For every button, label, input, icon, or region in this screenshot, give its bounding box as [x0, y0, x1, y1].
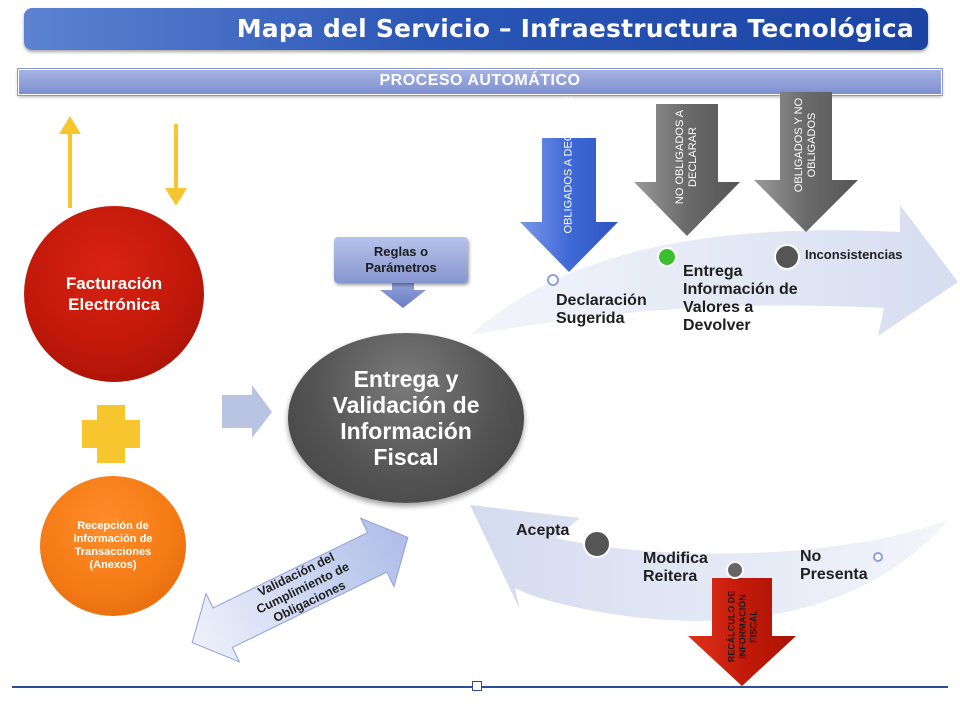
declaracion-label: Declaración Sugerida [556, 292, 647, 327]
section-label: PROCESO AUTOMÁTICO [379, 72, 581, 89]
yellow-down-arrow [165, 124, 187, 206]
obligados-arrow [520, 138, 618, 272]
no-obligados-arrow [634, 104, 740, 236]
obligados-y-no-arrow [754, 92, 858, 232]
page-title: Mapa del Servicio – Infraestructura Tecn… [236, 14, 914, 43]
plus-icon [82, 405, 140, 463]
modifica-label: Modifica Reitera [643, 550, 708, 585]
no-presenta-label: No Presenta [800, 548, 868, 583]
obligados-label: OBLIGADOS A DECLARAR [562, 96, 575, 234]
recalculo-label: RECÁLCULO DE INFORMACIÓN FISCAL [726, 590, 759, 663]
entrega-label: Entrega Información de Valores a Devolve… [683, 263, 798, 334]
no-obligados-label: NO OBLIGADOS A DECLARAR [674, 109, 699, 205]
center-ellipse: Entrega y Validación de Información Fisc… [288, 333, 524, 503]
modifica-dot [726, 561, 744, 579]
bottom-marker [472, 681, 482, 691]
acepta-dot [583, 530, 611, 558]
yellow-up-arrow [59, 116, 81, 208]
reglas-down-arrow [380, 278, 426, 308]
inconsistencias-label: Inconsistencias [805, 247, 903, 262]
no-presenta-dot [873, 552, 883, 562]
lower-cycle-arrow [470, 505, 948, 621]
acepta-label: Acepta [516, 522, 570, 539]
center-label: Entrega y Validación de Información Fisc… [332, 366, 480, 470]
entrega-dot [657, 247, 677, 267]
reglas-box: Reglas o Parámetros [334, 237, 468, 283]
facturacion-circle: Facturación Electrónica [24, 206, 204, 382]
section-bar: PROCESO AUTOMÁTICO [17, 68, 943, 96]
recalculo-arrow [688, 578, 796, 686]
title-bar: Mapa del Servicio – Infraestructura Tecn… [24, 8, 928, 50]
facturacion-label: Facturación Electrónica [65, 274, 163, 314]
obligados-y-no-label: OBLIGADOS Y NO OBLIGADOS [793, 97, 818, 193]
input-chevron [222, 385, 272, 438]
declaracion-dot [547, 274, 559, 286]
inconsistencias-dot [774, 244, 800, 270]
reglas-label: Reglas o Parámetros [365, 244, 437, 275]
recepcion-circle: Recepción de Información de Transaccione… [40, 476, 186, 616]
recepcion-label: Recepción de Información de Transaccione… [73, 520, 153, 571]
upper-cycle-arrow [470, 205, 958, 336]
validacion-double-arrow [191, 517, 409, 663]
